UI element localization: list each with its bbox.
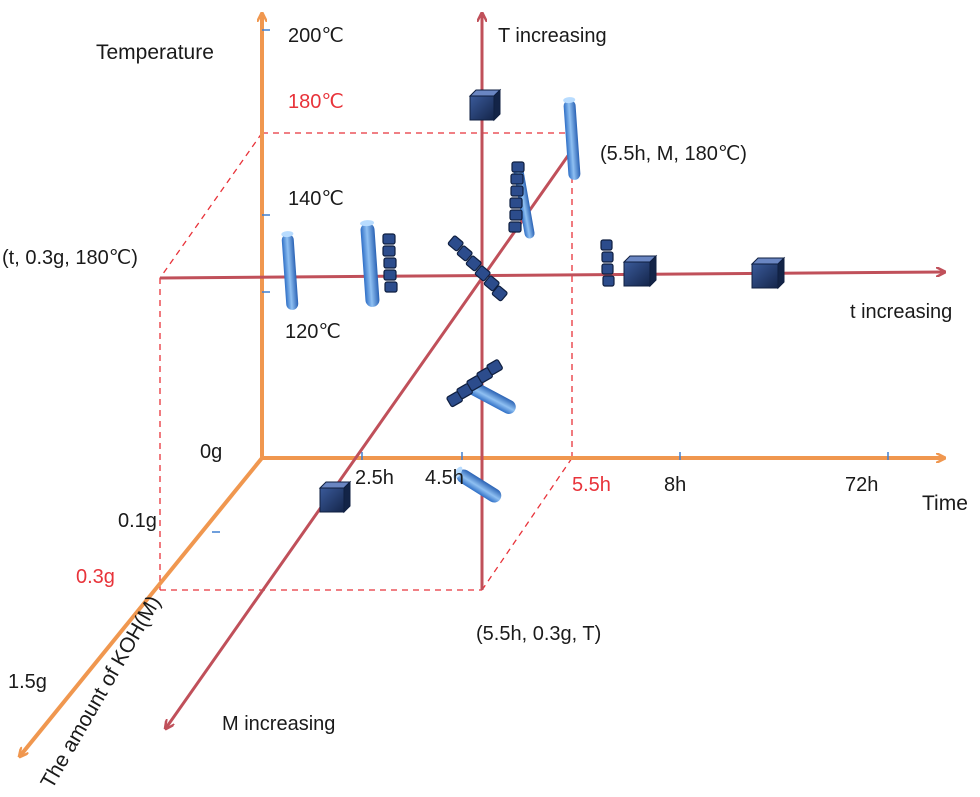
rod-180c-5-5h <box>563 97 581 180</box>
t-increasing-axis <box>159 272 944 280</box>
cube-72h <box>750 256 786 290</box>
koh-tick-1-5g: 1.5g <box>8 671 47 693</box>
point-label-t-0-3g-180c: (t, 0.3g, 180℃) <box>2 247 138 269</box>
koh-tick-0g: 0g <box>200 441 222 463</box>
cube-chain-center <box>447 235 508 302</box>
time-tick-72h: 72h <box>845 474 878 496</box>
rod-120c <box>281 231 299 310</box>
cube-chain-2-5h <box>382 233 398 293</box>
t-increasing-label: t increasing <box>850 301 952 323</box>
koh-axis <box>20 456 264 756</box>
time-tick-8h: 8h <box>664 474 686 496</box>
rod-2-5h <box>360 220 380 307</box>
M-increasing-axis <box>166 149 574 728</box>
cube-chains <box>382 161 615 408</box>
cube-8h <box>622 254 658 288</box>
time-tick-2-5h: 2.5h <box>355 467 394 489</box>
temp-tick-120: 120℃ <box>285 321 341 343</box>
red-axes <box>159 14 944 728</box>
temperature-axis-title: Temperature <box>96 41 214 64</box>
point-label-5-5h-0-3g-T: (5.5h, 0.3g, T) <box>476 623 601 645</box>
koh-tick-0-1g: 0.1g <box>118 510 157 532</box>
dashed-guide-box <box>159 132 573 591</box>
temp-tick-200: 200℃ <box>288 25 344 47</box>
large-cubes <box>318 88 786 514</box>
koh-axis-title: The amount of KOH(M) <box>36 592 165 792</box>
time-tick-5-5h: 5.5h <box>572 474 611 496</box>
cube-chain-5-5h <box>600 239 615 287</box>
temp-tick-180: 180℃ <box>288 91 344 113</box>
time-axis-title: Time <box>922 492 968 515</box>
cube-koh-high <box>318 480 352 514</box>
T-increasing-label: T increasing <box>498 25 607 47</box>
rod-structures <box>281 97 581 503</box>
orange-axes <box>20 14 944 756</box>
koh-tick-0-3g: 0.3g <box>76 566 115 588</box>
tick-marks <box>212 29 889 533</box>
cube-200c <box>468 88 502 122</box>
M-increasing-label: M increasing <box>222 713 335 735</box>
time-tick-4-5h: 4.5h <box>425 467 464 489</box>
temp-tick-140: 140℃ <box>288 188 344 210</box>
point-label-5-5h-M-180c: (5.5h, M, 180℃) <box>600 143 747 165</box>
rod-koh-lower <box>453 466 502 503</box>
cube-chain-140c <box>508 161 525 233</box>
cube-chain-koh <box>446 359 503 408</box>
